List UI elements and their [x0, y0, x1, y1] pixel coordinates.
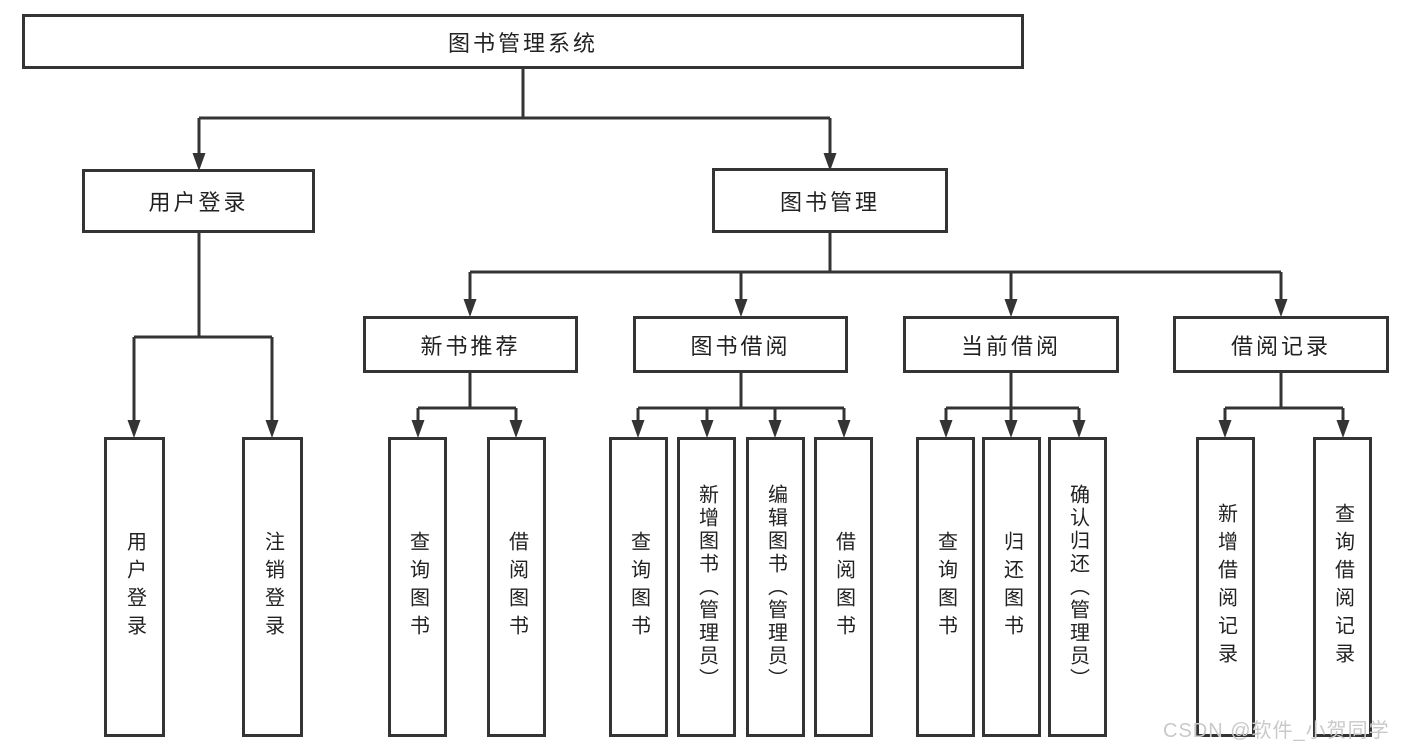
- leaf-borrow-edit-books-admin-label: 编辑图书（管理员）: [764, 483, 787, 691]
- node-book-management-label: 图书管理: [779, 189, 880, 215]
- leaf-borrow-borrow-books-label: 借阅图书: [832, 531, 855, 643]
- leaf-logout: 注销登录: [242, 437, 303, 737]
- arrow-down-icon: [192, 153, 206, 171]
- leaf-user-login: 用户登录: [104, 437, 165, 737]
- node-current-borrow: 当前借阅: [903, 316, 1119, 373]
- arrow-down-icon: [1218, 420, 1232, 438]
- arrow-down-icon: [837, 420, 851, 438]
- node-book-management: 图书管理: [712, 168, 948, 233]
- arrow-down-icon: [734, 299, 748, 317]
- arrow-down-icon: [411, 420, 425, 438]
- node-new-book-recommend-label: 新书推荐: [420, 333, 521, 359]
- node-user-login: 用户登录: [82, 169, 315, 233]
- node-new-book-recommend: 新书推荐: [363, 316, 578, 373]
- arrow-down-icon: [823, 153, 837, 171]
- arrow-down-icon: [265, 420, 279, 438]
- tree-branch-lines: [132, 69, 1345, 424]
- arrow-down-icon: [1004, 420, 1018, 438]
- leaf-current-confirm-return-admin-label: 确认归还（管理员）: [1066, 483, 1089, 691]
- leaf-recommend-borrow-books: 借阅图书: [487, 437, 546, 737]
- leaf-borrow-add-books-admin: 新增图书（管理员）: [677, 437, 736, 737]
- node-root: 图书管理系统: [22, 14, 1024, 69]
- arrow-down-icon: [631, 420, 645, 438]
- node-current-borrow-label: 当前借阅: [960, 333, 1061, 359]
- leaf-user-login-label: 用户登录: [123, 531, 146, 643]
- leaf-current-query-books-label: 查询图书: [934, 531, 957, 643]
- node-book-borrow-label: 图书借阅: [690, 333, 791, 359]
- node-user-login-label: 用户登录: [148, 190, 249, 215]
- leaf-current-confirm-return-admin: 确认归还（管理员）: [1048, 437, 1107, 737]
- watermark-text: CSDN @软件_小贺同学: [1163, 720, 1390, 742]
- node-root-label: 图书管理系统: [447, 30, 598, 56]
- node-book-borrow: 图书借阅: [633, 316, 848, 373]
- leaf-current-query-books: 查询图书: [916, 437, 975, 737]
- arrow-down-icon: [1072, 420, 1086, 438]
- leaf-borrow-add-books-admin-label: 新增图书（管理员）: [695, 483, 718, 691]
- arrow-down-icon: [1336, 420, 1350, 438]
- leaf-records-query-record-label: 查询借阅记录: [1331, 503, 1354, 671]
- leaf-recommend-borrow-books-label: 借阅图书: [505, 531, 528, 643]
- arrow-down-icon: [768, 420, 782, 438]
- arrow-down-icon: [700, 420, 714, 438]
- node-borrow-records: 借阅记录: [1173, 316, 1389, 373]
- leaf-borrow-query-books-label: 查询图书: [627, 531, 650, 643]
- arrow-down-icon: [1004, 299, 1018, 317]
- leaf-borrow-edit-books-admin: 编辑图书（管理员）: [746, 437, 805, 737]
- leaf-recommend-query-books: 查询图书: [388, 437, 447, 737]
- arrow-down-icon: [1274, 299, 1288, 317]
- arrow-down-icon: [509, 420, 523, 438]
- leaf-records-add-record-label: 新增借阅记录: [1214, 503, 1237, 671]
- arrow-down-icon: [127, 420, 141, 438]
- leaf-logout-label: 注销登录: [261, 531, 284, 643]
- leaf-current-return-books-label: 归还图书: [1000, 531, 1023, 643]
- leaf-records-query-record: 查询借阅记录: [1313, 437, 1372, 737]
- leaf-recommend-query-books-label: 查询图书: [406, 531, 429, 643]
- arrow-down-icon: [939, 420, 953, 438]
- leaf-borrow-borrow-books: 借阅图书: [814, 437, 873, 737]
- arrowhead-icons: [127, 153, 1350, 438]
- leaf-records-add-record: 新增借阅记录: [1196, 437, 1255, 737]
- node-borrow-records-label: 借阅记录: [1230, 333, 1331, 359]
- arrow-down-icon: [463, 299, 477, 317]
- leaf-current-return-books: 归还图书: [982, 437, 1041, 737]
- leaf-borrow-query-books: 查询图书: [609, 437, 668, 737]
